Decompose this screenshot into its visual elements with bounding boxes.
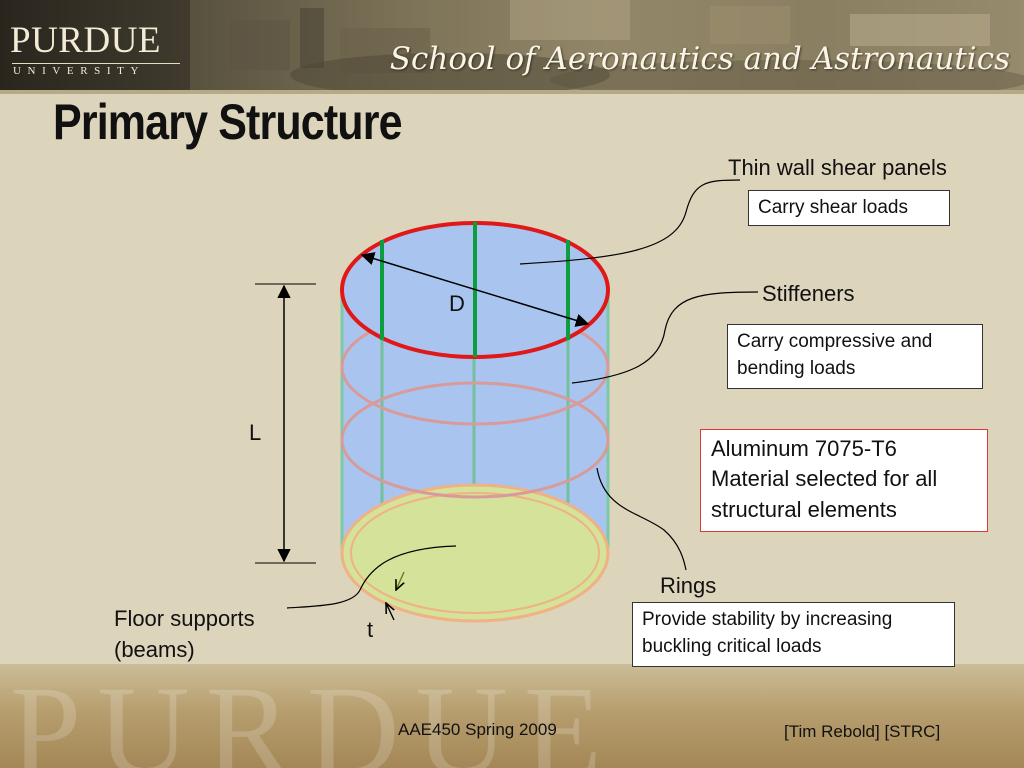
diameter-label: D	[449, 291, 465, 316]
thickness-arrow-inner	[386, 603, 394, 621]
header-banner: PURDUE UNIVERSITY School of Aeronautics …	[0, 0, 1024, 90]
material-note-line-1: Aluminum 7075-T6	[711, 436, 897, 461]
stiffener-leader	[571, 291, 759, 384]
slide-title: Primary Structure	[53, 94, 402, 150]
logo-wordmark: PURDUE	[10, 20, 162, 61]
floor-supports-line-2: (beams)	[114, 637, 195, 662]
stiffeners-note: Carry compressive and bending loads	[727, 324, 983, 389]
logo-subtitle: UNIVERSITY	[13, 65, 145, 77]
logo-divider	[12, 63, 180, 64]
department-name: School of Aeronautics and Astronautics	[389, 41, 1010, 77]
ring-frame	[340, 381, 610, 499]
rings-note: Provide stability by increasing buckling…	[632, 602, 955, 667]
thickness-label: t	[367, 617, 373, 642]
shear-panels-note: Carry shear loads	[748, 190, 950, 226]
stiffeners-note-line-1: Carry compressive and	[737, 331, 933, 352]
campus-skyline-image	[190, 0, 1024, 90]
rings-note-line-2: buckling critical loads	[642, 635, 822, 657]
floor-supports-label: Floor supports (beams)	[114, 603, 255, 665]
thickness-arrow-outer	[396, 571, 404, 590]
ring-leader	[596, 467, 687, 571]
material-note-line-3: structural elements	[711, 496, 897, 522]
rings-label: Rings	[660, 573, 717, 598]
purdue-logo: PURDUE UNIVERSITY	[10, 22, 182, 82]
length-label: L	[249, 420, 261, 445]
stiffeners-note-line-2: bending loads	[737, 357, 856, 379]
author-label: [Tim Rebold] [STRC]	[784, 722, 941, 741]
diameter-arrow	[360, 252, 590, 327]
floor-supports-line-1: Floor supports	[114, 606, 255, 631]
shear-panels-label: Thin wall shear panels	[728, 155, 947, 180]
floor-inner-ring	[350, 492, 600, 614]
material-note: Aluminum 7075-T6 Material selected for a…	[700, 429, 988, 532]
footer: PURDUE AAE450 Spring 2009 [Tim Rebold] […	[0, 664, 1024, 768]
shear-panels-note-text: Carry shear loads	[758, 197, 908, 218]
purdue-watermark: PURDUE	[10, 664, 619, 768]
stiffeners-label: Stiffeners	[762, 281, 855, 306]
course-label: AAE450 Spring 2009	[398, 720, 557, 739]
shear-panel-leader	[519, 179, 741, 265]
floor-deck	[340, 483, 610, 623]
floor-leader	[286, 545, 457, 609]
header-divider	[0, 90, 1024, 94]
material-note-line-2: Material selected for all	[711, 466, 938, 492]
rings-note-line-1: Provide stability by increasing	[642, 609, 893, 630]
